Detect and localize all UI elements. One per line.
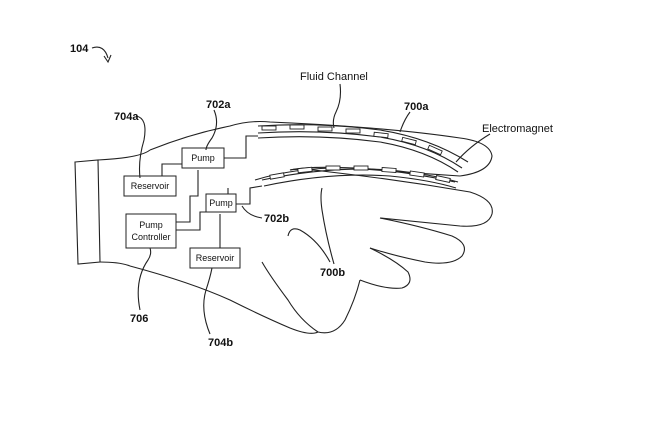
leader-lines	[136, 84, 490, 334]
pump-a-label: Pump	[191, 153, 215, 163]
electromagnet-label: Electromagnet	[482, 123, 553, 135]
reservoir-b-label: Reservoir	[196, 253, 235, 263]
pump-controller-label-1: Pump	[139, 220, 163, 230]
ref-702b: 702b	[264, 213, 289, 225]
pump-b-label: Pump	[209, 198, 233, 208]
reservoir-a-label: Reservoir	[131, 181, 170, 191]
ref-104: 104	[70, 43, 89, 55]
ref-104-arrow	[92, 47, 108, 58]
glove-cuff	[75, 150, 150, 266]
ref-702a: 702a	[206, 99, 231, 111]
fluid-channel-700a	[258, 125, 468, 172]
ref-704b: 704b	[208, 337, 233, 349]
pump-controller-label-2: Controller	[131, 232, 170, 242]
fluid-channel-label: Fluid Channel	[300, 71, 368, 83]
ref-704a: 704a	[114, 111, 139, 123]
ref-706: 706	[130, 313, 148, 325]
ref-700a: 700a	[404, 101, 429, 113]
ref-700b: 700b	[320, 267, 345, 279]
